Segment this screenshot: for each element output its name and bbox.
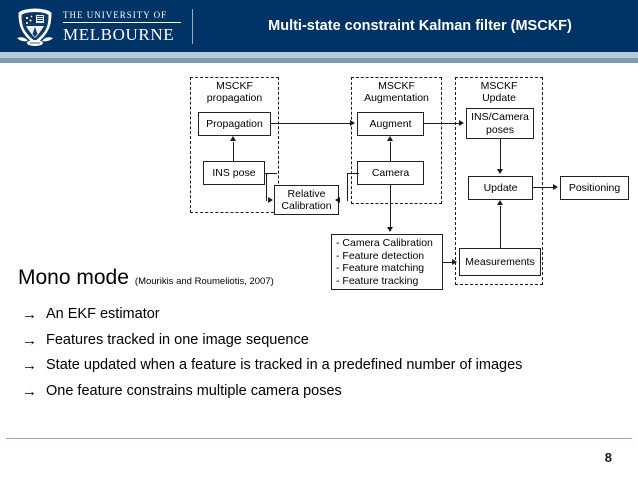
bullet-list: → An EKF estimator → Features tracked in… [22, 306, 632, 408]
connector-camera-elbow-v [347, 173, 349, 201]
footer-divider [6, 438, 632, 439]
arrowhead-measurements-to-update [497, 200, 503, 205]
box-feature-list: - Camera Calibration - Feature detection… [331, 234, 443, 290]
group-msckf-update-label: MSCKF Update [455, 80, 543, 104]
group-label-line1: MSCKF [216, 80, 253, 92]
header-accent-strip-light [0, 52, 638, 58]
connector-poses-to-update [500, 139, 502, 170]
arrow-bullet-icon: → [22, 357, 37, 374]
university-wordmark: THE UNIVERSITY OF MELBOURNE [63, 11, 181, 43]
connector-featurelist-to-measurements [443, 262, 454, 264]
arrow-bullet-icon: → [22, 306, 37, 323]
wordmark-line-top: THE UNIVERSITY OF [63, 10, 168, 20]
university-crest-icon [14, 7, 56, 47]
connector-inspose-elbow-h [265, 173, 277, 175]
mono-mode-citation: (Mourikis and Roumeliotis, 2007) [134, 276, 274, 287]
bullet-text: An EKF estimator [46, 306, 160, 322]
feature-list-item: - Camera Calibration [336, 237, 433, 249]
box-update: Update [468, 176, 533, 200]
connector-update-to-positioning [533, 187, 554, 189]
relative-calibration-line1: Relative [287, 187, 326, 200]
feature-list-item: - Feature matching [336, 262, 425, 275]
ins-camera-poses-line2: poses [485, 123, 515, 136]
wordmark-line-bottom: MELBOURNE [63, 25, 175, 44]
arrowhead-camera-to-featurelist [387, 227, 393, 232]
box-positioning: Positioning [560, 176, 629, 200]
box-propagation: Propagation [198, 112, 271, 136]
bullet-text: One feature constrains multiple camera p… [46, 382, 342, 399]
arrowhead-poses-to-update [497, 169, 503, 174]
bullet-text: Features tracked in one image sequence [46, 331, 309, 348]
arrowhead-update-to-positioning [553, 184, 558, 190]
connector-camera-to-featurelist [390, 185, 392, 228]
arrowhead-inspose-to-relcal [268, 197, 273, 203]
page-number: 8 [604, 450, 612, 465]
connector-measurements-to-update [500, 206, 502, 248]
arrowhead-propagation-to-augment [350, 120, 355, 126]
group-msckf-augmentation [351, 77, 442, 204]
bullet-text: State updated when a feature is tracked … [46, 357, 523, 373]
wordmark-divider [63, 22, 181, 23]
connector-propagation-to-augment [271, 123, 352, 125]
arrowhead-relcal-left-in [335, 197, 340, 203]
group-label-line2: propagation [206, 91, 263, 104]
arrowhead-ins-to-propagation [230, 136, 236, 141]
relative-calibration-line2: Calibration [281, 200, 332, 212]
box-ins-pose: INS pose [203, 161, 265, 185]
group-msckf-propagation [190, 77, 279, 213]
group-label-line1: MSCKF [378, 80, 415, 92]
msckf-flow-diagram: MSCKF propagation MSCKF Augmentation MSC… [0, 63, 638, 293]
connector-ins-to-propagation [233, 142, 235, 161]
bullet-item: → Features tracked in one image sequence [22, 332, 632, 349]
header-accent-strip-mid [0, 58, 638, 63]
arrowhead-augment-to-poses [459, 120, 464, 126]
feature-list-item: - Feature detection [336, 249, 425, 262]
header-bar [0, 0, 638, 52]
bullet-item: → One feature constrains multiple camera… [22, 383, 632, 400]
group-msckf-propagation-label: MSCKF propagation [190, 80, 279, 104]
group-label-line1: MSCKF [480, 80, 518, 92]
bullet-item: → An EKF estimator [22, 306, 632, 323]
mono-mode-heading: Mono mode (Mourikis and Roumeliotis, 200… [18, 266, 274, 290]
arrow-bullet-icon: → [22, 331, 37, 349]
ins-camera-poses-line1: INS/Camera [471, 111, 529, 123]
box-measurements: Measurements [459, 248, 541, 276]
group-label-line2: Augmentation [364, 91, 429, 104]
connector-augment-to-poses [424, 123, 460, 125]
group-msckf-update [455, 77, 543, 285]
box-augment: Augment [357, 112, 424, 136]
mono-mode-title: Mono mode [18, 266, 129, 289]
box-relative-calibration: Relative Calibration [274, 185, 339, 215]
box-camera: Camera [357, 161, 424, 185]
box-ins-camera-poses: INS/Camera poses [466, 108, 534, 139]
university-logo: THE UNIVERSITY OF MELBOURNE [14, 6, 189, 48]
arrow-bullet-icon: → [22, 382, 37, 400]
group-msckf-augmentation-label: MSCKF Augmentation [351, 80, 442, 104]
feature-list-item: - Feature tracking [336, 274, 419, 287]
connector-inspose-elbow-v [266, 173, 268, 201]
arrowhead-camera-to-augment [387, 136, 393, 141]
group-label-line2: Update [482, 91, 516, 104]
slide-title: Multi-state constraint Kalman filter (MS… [268, 18, 572, 34]
bullet-item: → State updated when a feature is tracke… [22, 357, 632, 374]
arrowhead-featurelist-to-measurements [452, 259, 457, 265]
header-vertical-divider [192, 9, 193, 44]
connector-camera-elbow-h [347, 173, 359, 175]
connector-camera-to-augment [390, 142, 392, 161]
